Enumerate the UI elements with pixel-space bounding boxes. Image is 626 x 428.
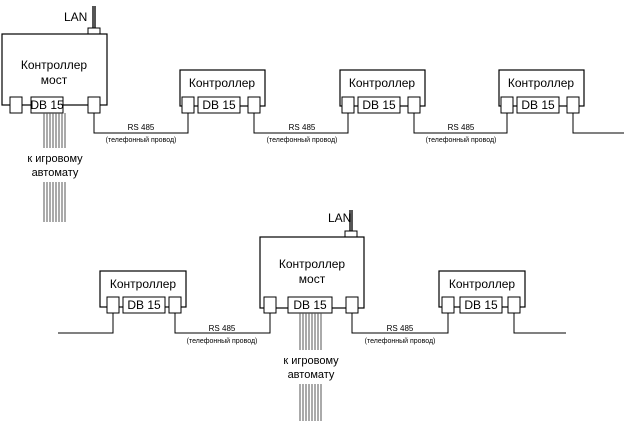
db15-connector — [122, 296, 166, 314]
port-left — [341, 96, 355, 114]
slot-wires — [43, 113, 66, 222]
db15-label: DB 15 — [30, 98, 64, 112]
slot-label-line1: к игровому — [27, 153, 83, 165]
bus-segment-top-3: RS 485 (телефонный провод) — [413, 113, 508, 144]
controller-title: Контроллер — [189, 76, 256, 90]
db15-label: DB 15 — [521, 98, 555, 112]
controller-title: Контроллер — [449, 277, 516, 291]
db15-connector — [287, 296, 333, 314]
db15-label: DB 15 — [362, 98, 396, 112]
controller-bottom-left: Контроллер DB 15 — [99, 270, 187, 314]
bus-label: RS 485 — [448, 123, 475, 132]
bridge-title-line1: Контроллер — [21, 58, 88, 72]
lan-cable-icon — [92, 6, 96, 30]
port-right — [168, 296, 182, 314]
db15-label: DB 15 — [202, 98, 236, 112]
lan-label: LAN — [64, 10, 87, 24]
bus-segment-bottom-2: RS 485 (телефонный провод) — [351, 313, 449, 345]
bus-trailing-top — [572, 113, 624, 134]
db15-connector — [516, 96, 560, 114]
bus-trailing-bottom — [513, 313, 566, 334]
bus-label: RS 485 — [209, 324, 236, 333]
port-right — [87, 96, 101, 114]
bridge-controller-top: LAN Контроллер мост DB 15 к — [1, 6, 108, 222]
slot-label-line2: автомату — [32, 167, 79, 179]
bridge-title-line1: Контроллер — [279, 257, 346, 271]
port-right — [247, 96, 261, 114]
db15-label: DB 15 — [293, 298, 327, 312]
bridge-title-line2: мост — [41, 73, 68, 87]
controller-top-3: Контроллер DB 15 — [498, 69, 585, 114]
db15-label: DB 15 — [464, 298, 498, 312]
bus-sublabel: (телефонный провод) — [426, 136, 497, 144]
controller-title: Контроллер — [349, 76, 416, 90]
bus-sublabel: (телефонный провод) — [187, 337, 258, 345]
port-left — [500, 96, 514, 114]
port-right — [566, 96, 580, 114]
lan-label: LAN — [328, 211, 351, 225]
port-left — [263, 296, 277, 314]
bus-label: RS 485 — [387, 324, 414, 333]
db15-connector — [197, 96, 241, 114]
db15-label: DB 15 — [127, 298, 161, 312]
db15-connector — [357, 96, 401, 114]
port-right — [345, 296, 359, 314]
bus-sublabel: (телефонный провод) — [365, 337, 436, 345]
controller-top-2: Контроллер DB 15 — [339, 69, 426, 114]
bridge-body — [259, 236, 365, 309]
port-left — [106, 296, 120, 314]
controller-top-1: Контроллер DB 15 — [179, 69, 266, 114]
bridge-body — [1, 33, 108, 106]
slot-label-line2: автомату — [288, 369, 335, 381]
bus-segment-top-2: RS 485 (телефонный провод) — [253, 113, 349, 144]
bus-label: RS 485 — [289, 123, 316, 132]
slot-label-line1: к игровому — [283, 355, 339, 367]
bus-label: RS 485 — [128, 123, 155, 132]
slot-wires — [299, 313, 322, 421]
bridge-title-line2: мост — [299, 272, 326, 286]
port-left — [9, 96, 23, 114]
db15-connector — [459, 296, 503, 314]
bus-leading-bottom — [58, 313, 114, 334]
port-right — [507, 296, 521, 314]
controller-title: Контроллер — [508, 76, 575, 90]
controller-bottom-right: Контроллер DB 15 — [438, 270, 526, 314]
bus-sublabel: (телефонный провод) — [267, 136, 338, 144]
bridge-controller-bottom: LAN Контроллер мост DB 15 к игровому а — [259, 210, 365, 421]
bus-sublabel: (телефонный провод) — [106, 136, 177, 144]
bus-segment-bottom-1: RS 485 (телефонный провод) — [174, 313, 271, 345]
bus-segment-top-1: RS 485 (телефонный провод) — [93, 113, 189, 144]
lan-cable-icon — [349, 210, 353, 234]
port-left — [441, 296, 455, 314]
port-right — [407, 96, 421, 114]
controller-title: Контроллер — [110, 277, 177, 291]
port-left — [181, 96, 195, 114]
